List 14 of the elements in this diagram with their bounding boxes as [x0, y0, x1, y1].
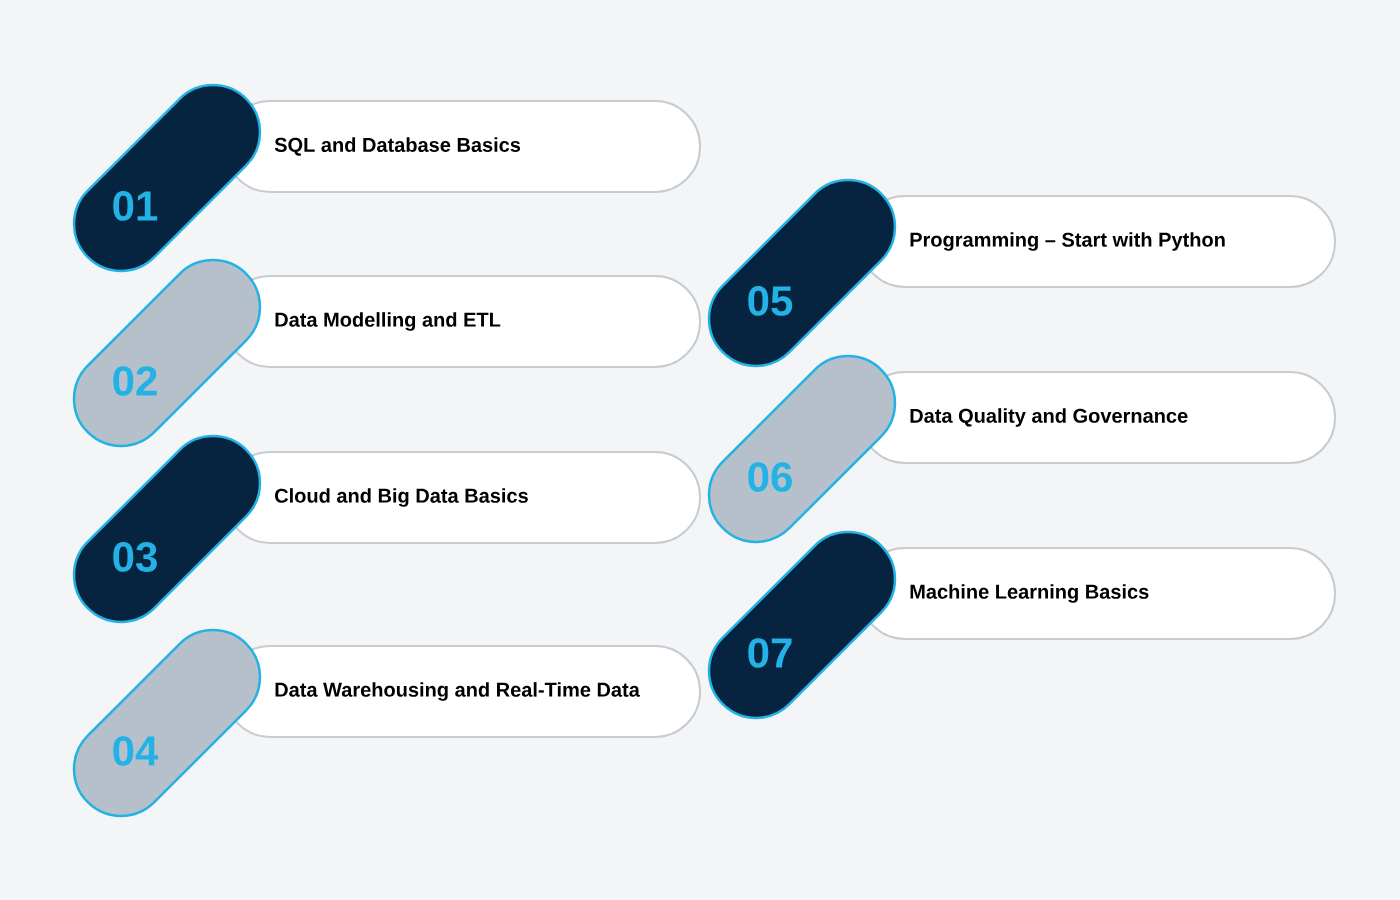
pill-box: Programming – Start with Python	[859, 195, 1336, 288]
number-capsule: 05	[707, 178, 897, 368]
number-capsule: 03	[72, 434, 262, 624]
pill-box: Data Quality and Governance	[859, 371, 1336, 464]
pill-box: Cloud and Big Data Basics	[224, 451, 701, 544]
pill-box: Data Warehousing and Real-Time Data	[224, 645, 701, 738]
number-capsule: 07	[707, 530, 897, 720]
number-capsule: 04	[72, 628, 262, 818]
pill-box: SQL and Database Basics	[224, 100, 701, 193]
pill-box: Data Modelling and ETL	[224, 275, 701, 368]
number-capsule: 01	[72, 83, 262, 273]
number-capsule: 02	[72, 258, 262, 448]
number-capsule: 06	[707, 354, 897, 544]
pill-box: Machine Learning Basics	[859, 547, 1336, 640]
